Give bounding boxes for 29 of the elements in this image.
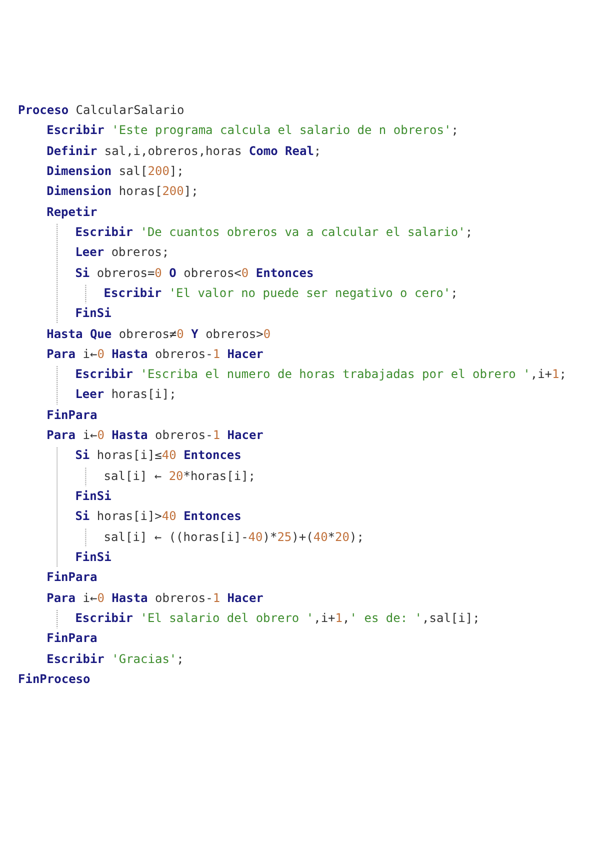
code-line: Dimension horas[200]; <box>46 184 198 200</box>
code-line: Escribir 'El valor no puede ser negativo o cero'; <box>104 286 458 301</box>
code-line: FinPara <box>46 570 98 586</box>
code-line: Escribir 'Escriba el numero de horas trabajadas por el obrero ',i+1; <box>75 367 567 382</box>
code-line: Hasta Que obreros≠0 Y obreros>0 <box>46 326 271 342</box>
code-line: FinSi <box>75 550 112 566</box>
code-line: FinPara <box>46 631 98 646</box>
code-line: Escribir 'De cuantos obreros va a calcular el salario'; <box>75 224 473 240</box>
code-line: sal[i] ← 20*horas[i]; <box>104 468 256 484</box>
code-line: Escribir 'Gracias'; <box>46 652 184 667</box>
code-line: FinSi <box>75 306 112 322</box>
code-line: sal[i] ← ((horas[i]-40)*25)+(40*20); <box>104 530 364 545</box>
code-line: Repetir <box>46 204 98 220</box>
code-line: Para i←0 Hasta obreros-1 Hacer <box>46 428 264 444</box>
code-line: Leer horas[i]; <box>75 387 176 402</box>
code-line: Definir sal,i,obreros,horas Como Real; <box>46 144 322 159</box>
code-line: Proceso CalcularSalario <box>18 103 184 118</box>
code-line: Si obreros=0 O obreros<0 Entonces <box>75 266 314 281</box>
code-line: FinSi <box>75 489 112 504</box>
code-line: Para i←0 Hasta obreros-1 Hacer <box>46 346 264 362</box>
code-line: Leer obreros; <box>75 245 170 260</box>
code-line: Si horas[i]>40 Entonces <box>75 509 242 524</box>
code-line: Escribir 'El salario del obrero ',i+1,' es de: ',sal[i]; <box>75 611 480 626</box>
code-line: FinProceso <box>18 672 90 687</box>
code-line: Dimension sal[200]; <box>46 164 184 179</box>
code-line: Para i←0 Hasta obreros-1 Hacer <box>46 590 264 606</box>
code-line: Si horas[i]≤40 Entonces <box>75 448 242 464</box>
code-line: FinPara <box>46 408 98 423</box>
code-line: Escribir 'Este programa calcula el salario de n obreros'; <box>46 123 458 138</box>
